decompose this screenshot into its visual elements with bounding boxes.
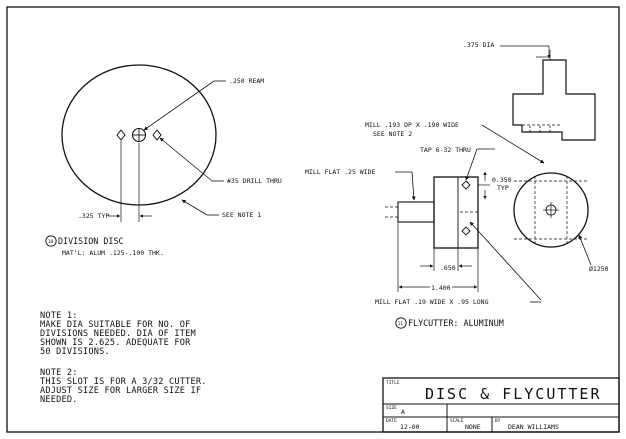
note1-line: DIVISIONS NEEDED. DIA OF ITEM — [40, 329, 196, 339]
typ-dimension: .325 TYP — [78, 212, 109, 220]
note1-line: 50 DIVISIONS. — [40, 347, 110, 357]
see-note-callout: SEE NOTE 1 — [222, 211, 261, 219]
flycutter-slot-detail: .375 DIA — [463, 41, 596, 141]
dim-650: .650 — [440, 264, 456, 272]
note1-heading: NOTE 1: — [40, 311, 78, 321]
mill-slot-note: SEE NOTE 2 — [373, 130, 412, 138]
drawing-border — [6, 6, 620, 433]
dim-0350: 0.350 — [492, 176, 512, 184]
title-block: TITLE DISC & FLYCUTTER SIZE A DATE 12-00… — [382, 377, 620, 433]
flycutter-title: FLYCUTTER: ALUMINUM — [408, 318, 504, 328]
by-value: DEAN WILLIAMS — [508, 423, 559, 431]
division-hole-right — [152, 129, 162, 141]
flycutter-end-view — [513, 172, 589, 248]
by-label: BY — [495, 418, 501, 424]
size-label: SIZE — [386, 405, 397, 411]
flycutter-side-view — [385, 176, 479, 249]
mill-flat-2-callout: MILL FLAT .19 WIDE X .95 LONG — [375, 298, 489, 306]
note1-line: SHOWN IS 2.625. ADEQUATE FOR — [40, 338, 191, 348]
dim-diameter: Ø1250 — [589, 265, 609, 273]
note2-line: THIS SLOT IS FOR A 3/32 CUTTER. — [40, 377, 207, 387]
tap-callout: TAP 6-32 THRU — [420, 146, 471, 154]
note2-line: ADJUST SIZE FOR LARGER SIZE IF — [40, 386, 201, 396]
disc-title: DIVISION DISC — [58, 236, 124, 246]
mill-slot-callout: MILL .193 DP X .190 WIDE — [365, 121, 459, 129]
scale-value: NONE — [465, 423, 481, 431]
drawing-title: DISC & FLYCUTTER — [425, 385, 602, 403]
disc-item-number: 10 — [48, 239, 54, 245]
division-hole-left — [116, 129, 126, 141]
date-label: DATE — [386, 418, 397, 424]
division-disc-view: .250 REAM #35 DRILL THRU SEE NOTE 1 .325… — [45, 64, 282, 257]
disc-material: MAT'L: ALUM .125-.100 THK. — [62, 249, 164, 257]
reamer-callout: .250 REAM — [229, 77, 264, 85]
note2-line: NEEDED. — [40, 395, 78, 405]
date-value: 12-00 — [400, 423, 420, 431]
drill-callout: #35 DRILL THRU — [227, 177, 282, 185]
dim-1400: 1.400 — [431, 284, 451, 292]
mill-flat-callout: MILL FLAT .25 WIDE — [305, 168, 376, 176]
title-label: TITLE — [386, 380, 400, 386]
size-value: A — [401, 408, 405, 416]
dia-callout: .375 DIA — [463, 41, 494, 49]
scale-label: SCALE — [450, 418, 464, 424]
notes-block: NOTE 1: MAKE DIA SUITABLE FOR NO. OF DIV… — [40, 311, 207, 405]
note1-line: MAKE DIA SUITABLE FOR NO. OF — [40, 320, 190, 330]
note2-heading: NOTE 2: — [40, 368, 78, 378]
dim-0350-typ: TYP — [497, 184, 509, 192]
flycutter-item-number: 11 — [398, 321, 404, 327]
